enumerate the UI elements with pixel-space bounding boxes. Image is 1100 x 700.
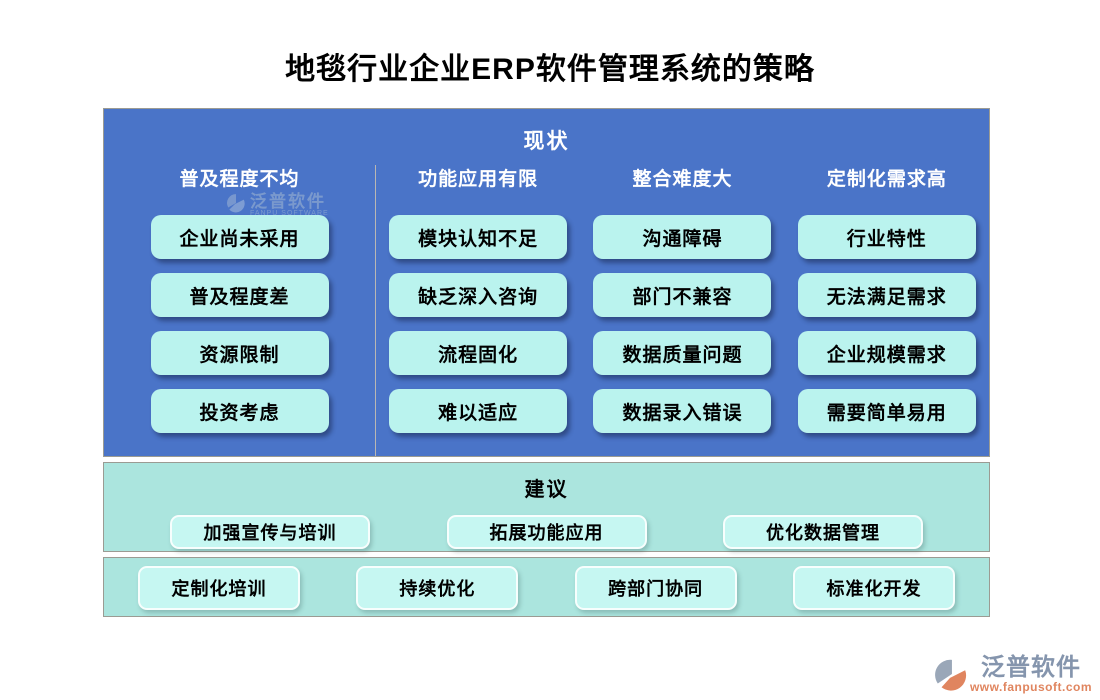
status-box: 需要简单易用 <box>797 389 976 433</box>
action-box: 跨部门协同 <box>574 566 737 610</box>
status-column-2: 功能应用有限 模块认知不足 缺乏深入咨询 流程固化 难以适应 <box>376 165 580 456</box>
status-box: 普及程度差 <box>150 273 329 317</box>
suggestion-box: 加强宣传与培训 <box>170 515 370 549</box>
status-box: 难以适应 <box>389 389 568 433</box>
status-panel-header: 现状 <box>523 130 570 153</box>
footer-brand: 泛普软件 <box>980 653 1081 681</box>
footer-logo: 泛普软件 www.fanpusoft.com <box>934 653 1092 694</box>
status-box: 投资考虑 <box>150 389 329 433</box>
status-box: 部门不兼容 <box>593 273 772 317</box>
action-box: 标准化开发 <box>792 566 955 610</box>
status-box: 流程固化 <box>389 331 568 375</box>
suggestion-row: 加强宣传与培训 拓展功能应用 优化数据管理 <box>104 515 989 549</box>
suggestion-box: 拓展功能应用 <box>446 515 647 549</box>
column-header: 普及程度不均 <box>179 169 300 190</box>
status-columns: 普及程度不均 企业尚未采用 普及程度差 资源限制 投资考虑 功能应用有限 模块认… <box>104 109 989 456</box>
status-box: 数据录入错误 <box>593 389 772 433</box>
action-box: 定制化培训 <box>138 566 300 610</box>
page-title: 地毯行业企业ERP软件管理系统的策略 <box>285 53 815 86</box>
status-column-1: 普及程度不均 企业尚未采用 普及程度差 资源限制 投资考虑 <box>104 165 376 456</box>
status-box: 企业尚未采用 <box>150 215 329 259</box>
status-box: 模块认知不足 <box>389 215 568 259</box>
status-box: 行业特性 <box>797 215 976 259</box>
action-panel: 定制化培训 持续优化 跨部门协同 标准化开发 <box>103 557 990 617</box>
action-row: 定制化培训 持续优化 跨部门协同 标准化开发 <box>104 566 989 610</box>
status-box: 缺乏深入咨询 <box>389 273 568 317</box>
fanpu-logo-icon <box>935 659 967 691</box>
suggestion-panel-header: 建议 <box>524 479 569 501</box>
suggestion-panel: 建议 加强宣传与培训 拓展功能应用 优化数据管理 <box>103 462 990 552</box>
action-box: 持续优化 <box>356 566 519 610</box>
column-header: 整合难度大 <box>632 169 733 190</box>
column-header: 定制化需求高 <box>826 169 947 190</box>
status-box: 资源限制 <box>150 331 329 375</box>
status-box: 无法满足需求 <box>797 273 976 317</box>
status-column-3: 整合难度大 沟通障碍 部门不兼容 数据质量问题 数据录入错误 <box>580 165 784 456</box>
column-header: 功能应用有限 <box>418 169 539 190</box>
status-box: 数据质量问题 <box>593 331 772 375</box>
footer-url: www.fanpusoft.com <box>969 679 1092 694</box>
status-column-4: 定制化需求高 行业特性 无法满足需求 企业规模需求 需要简单易用 <box>785 165 989 456</box>
status-box: 企业规模需求 <box>797 331 976 375</box>
suggestion-box: 优化数据管理 <box>723 515 923 549</box>
status-box: 沟通障碍 <box>593 215 772 259</box>
status-panel: 现状 泛普软件 FANPU SOFTWARE 普及程度不均 企业尚未采用 普及程… <box>103 108 990 457</box>
